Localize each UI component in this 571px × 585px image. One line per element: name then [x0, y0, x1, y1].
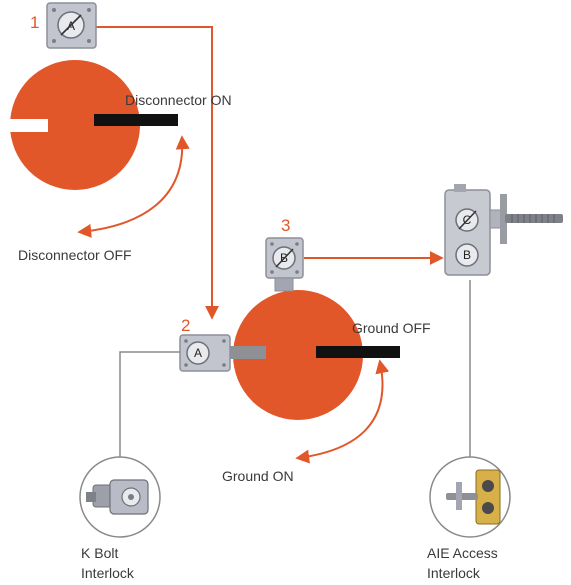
disconnector-bar — [94, 114, 178, 126]
aie-access-interlock-icon — [429, 456, 511, 538]
disconnector-rotation-arrow — [77, 135, 190, 238]
key-lock-2: A — [179, 334, 231, 372]
label-aie-line1: AIE Access — [427, 545, 498, 561]
flow-arrow-1-to-2 — [96, 26, 219, 320]
connector-line-kbolt — [119, 351, 180, 462]
key-lock-3: B — [265, 237, 304, 292]
key-lock-2-letter: A — [194, 346, 202, 360]
label-aie-line2: Interlock — [427, 565, 481, 581]
ground-switch — [230, 290, 400, 420]
step-number-1: 1 — [30, 13, 39, 32]
label-disconnector-on: Disconnector ON — [125, 92, 232, 108]
ground-bar — [316, 346, 400, 358]
step-number-2: 2 — [181, 316, 190, 335]
ground-rotation-arrow — [295, 359, 390, 464]
aie-key-bottom-letter: B — [463, 248, 471, 262]
label-kbolt-line2: Interlock — [81, 565, 135, 581]
key-lock-1: A — [46, 2, 97, 49]
step-number-3: 3 — [281, 216, 290, 235]
label-ground-off: Ground OFF — [352, 320, 431, 336]
label-disconnector-off: Disconnector OFF — [18, 247, 132, 263]
aie-access-device: C B — [444, 184, 563, 276]
k-bolt-interlock-icon — [79, 456, 161, 538]
label-ground-on: Ground ON — [222, 468, 294, 484]
label-kbolt-line1: K Bolt — [81, 545, 118, 561]
disconnector-slot — [10, 119, 48, 132]
disconnector-switch — [10, 60, 178, 190]
ground-shaft — [230, 346, 266, 359]
